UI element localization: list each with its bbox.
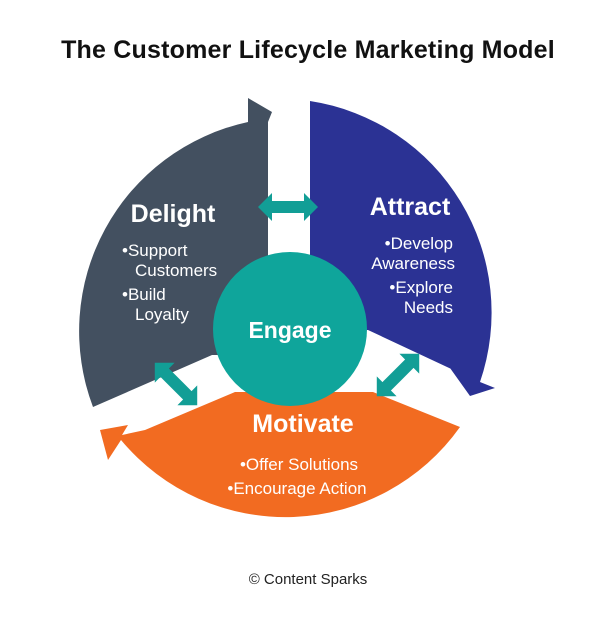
attract-bullet-2-line-1: •Explore	[389, 278, 453, 297]
delight-bullet-1-line-1: •Support	[122, 241, 188, 260]
delight-label: Delight	[131, 200, 216, 228]
motivate-segment	[100, 392, 460, 518]
engage-label: Engage	[248, 317, 331, 343]
double-arrow-icon	[258, 193, 318, 221]
delight-bullet-2-line-1: •Build	[122, 285, 166, 304]
arrow-delight-motivate	[154, 362, 198, 406]
delight-bullet-2-line-2: Loyalty	[135, 305, 189, 324]
attract-bullet-2-line-2: Needs	[404, 298, 453, 317]
motivate-label: Motivate	[252, 410, 354, 438]
copyright-credit: © Content Sparks	[248, 571, 368, 588]
motivate-bullet-1: •Offer Solutions	[240, 455, 358, 474]
engage-circle	[213, 252, 367, 406]
attract-label: Attract	[370, 193, 451, 221]
attract-bullet-1-line-2: Awareness	[371, 254, 455, 273]
arrow-delight-attract	[258, 193, 318, 221]
motivate-bullet-2: •Encourage Action	[227, 479, 366, 498]
arrow-attract-motivate	[376, 353, 420, 397]
attract-bullet-1-line-1: •Develop	[385, 234, 453, 253]
double-arrow-icon	[376, 353, 420, 397]
diagram-title: The Customer Lifecycle Marketing Model	[61, 36, 555, 64]
double-arrow-icon	[154, 362, 198, 406]
delight-bullet-1-line-2: Customers	[135, 261, 217, 280]
